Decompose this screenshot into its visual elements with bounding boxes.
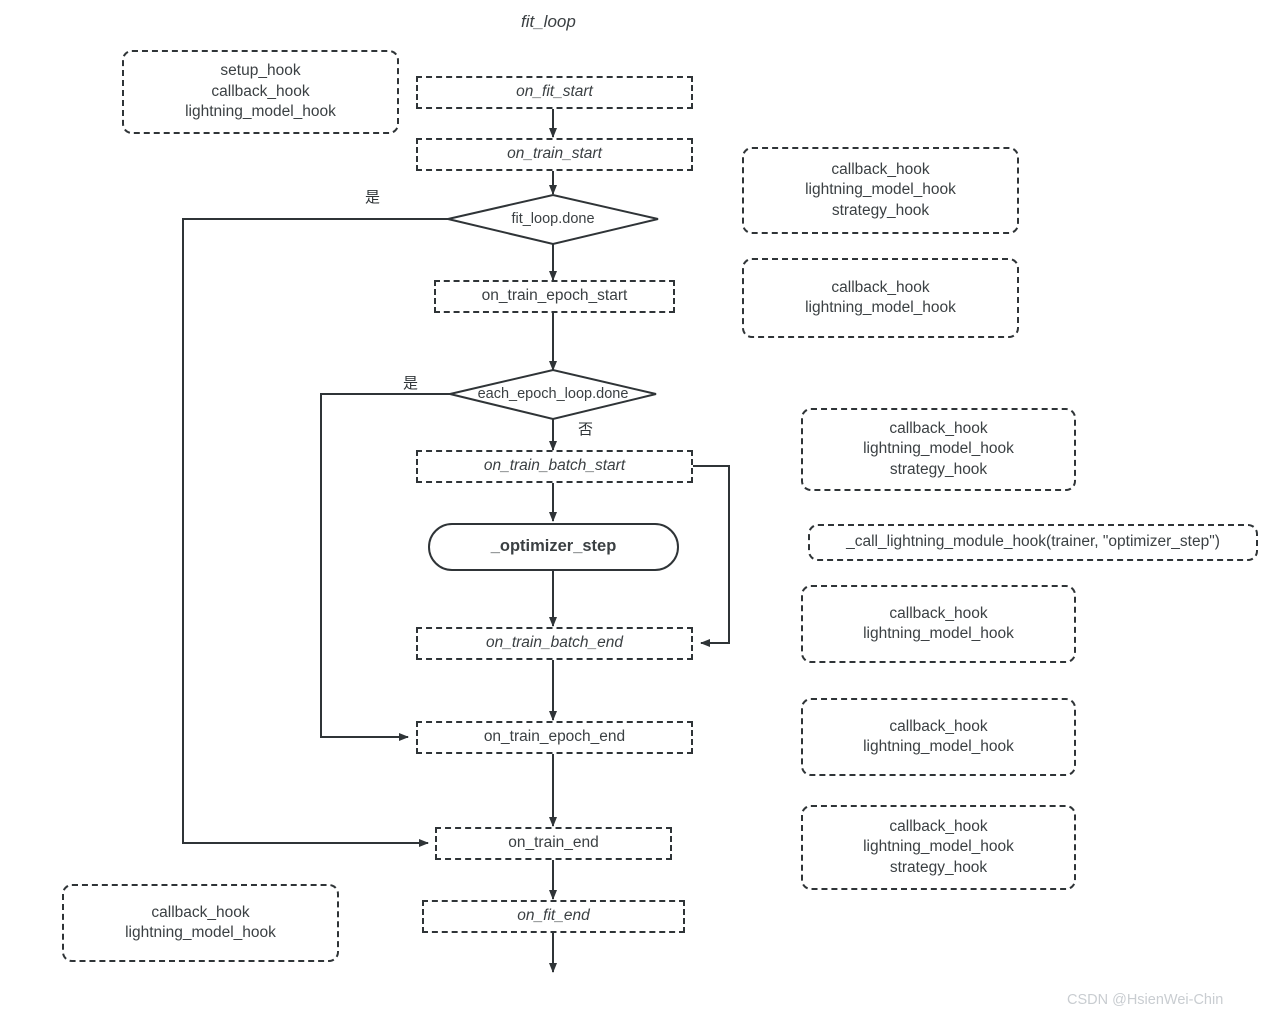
node-on-train-end[interactable]: on_train_end xyxy=(435,827,672,860)
node-optimizer-step[interactable]: _optimizer_step xyxy=(428,523,679,571)
annotation-fit-end-hooks: callback_hook lightning_model_hook xyxy=(62,884,339,962)
node-on-train-batch-end[interactable]: on_train_batch_end xyxy=(416,627,693,660)
annotation-train-start-hooks: callback_hook lightning_model_hook strat… xyxy=(742,147,1019,234)
node-on-train-end-label: on_train_end xyxy=(508,834,599,852)
annotation-epoch-start-line-1: lightning_model_hook xyxy=(805,299,956,316)
annotation-optimizer-step-call: _call_lightning_module_hook(trainer, "op… xyxy=(808,524,1258,561)
node-on-train-batch-start[interactable]: on_train_batch_start xyxy=(416,450,693,483)
annotation-batch-start-line-1: lightning_model_hook xyxy=(863,440,1014,458)
node-on-fit-start[interactable]: on_fit_start xyxy=(416,76,693,109)
annotation-train-end-line-2: strategy_hook xyxy=(889,858,988,876)
diamond-label-each-epoch-loop-done: each_epoch_loop.done xyxy=(477,386,629,402)
branch-label-each-epoch-yes: 是 xyxy=(403,374,419,392)
annotation-train-end-line-1: lightning_model_hook xyxy=(863,838,1014,856)
annotation-epoch-start-line-0: callback_hook xyxy=(831,278,930,296)
node-optimizer-step-label: _optimizer_step xyxy=(490,537,617,556)
edge-fitloopdone-yes-to-trainend xyxy=(182,218,448,847)
annotation-batch-end-line-0: callback_hook xyxy=(889,604,988,622)
annotation-optimizer-line-0: _call_lightning_module_hook(trainer, "op… xyxy=(846,533,1220,551)
node-on-fit-end[interactable]: on_fit_end xyxy=(422,900,685,933)
annotation-setup-line-1: callback_hook xyxy=(211,82,310,100)
annotation-train-end-line-0: callback_hook xyxy=(889,817,988,835)
annotation-batch-start-hooks: callback_hook lightning_model_hook strat… xyxy=(801,408,1076,491)
node-on-train-start[interactable]: on_train_start xyxy=(416,138,693,171)
node-on-train-batch-start-label: on_train_batch_start xyxy=(483,457,626,475)
edge-eachepochdone-yes-to-epochend xyxy=(320,393,450,741)
edge-batchstart-to-batchend-bypass xyxy=(693,465,730,647)
node-on-train-epoch-start-label: on_train_epoch_start xyxy=(481,287,628,305)
annotation-setup-line-2: lightning_model_hook xyxy=(185,103,336,121)
node-on-train-epoch-start[interactable]: on_train_epoch_start xyxy=(434,280,675,313)
annotation-epoch-end-line-1: lightning_model_hook xyxy=(863,738,1014,755)
node-on-fit-end-label: on_fit_end xyxy=(517,907,590,925)
annotation-train-start-line-0: callback_hook xyxy=(831,160,930,178)
annotation-train-start-line-1: lightning_model_hook xyxy=(805,181,956,199)
annotation-fit-end-line-0: callback_hook xyxy=(151,903,250,921)
node-on-train-start-label: on_train_start xyxy=(507,145,602,163)
annotation-epoch-end-line-0: callback_hook xyxy=(889,717,988,735)
annotation-train-start-line-2: strategy_hook xyxy=(831,201,930,219)
annotation-setup-hooks: setup_hook callback_hook lightning_model… xyxy=(122,50,399,134)
node-on-train-epoch-end[interactable]: on_train_epoch_end xyxy=(416,721,693,754)
branch-label-fit-loop-yes: 是 xyxy=(365,188,381,206)
annotation-batch-start-line-0: callback_hook xyxy=(889,419,988,437)
node-on-train-batch-end-label: on_train_batch_end xyxy=(485,634,624,652)
watermark: CSDN @HsienWei-Chin xyxy=(1067,992,1224,1008)
annotation-batch-end-line-1: lightning_model_hook xyxy=(863,625,1014,642)
node-on-fit-start-label: on_fit_start xyxy=(516,83,593,101)
annotation-batch-start-line-2: strategy_hook xyxy=(889,460,988,478)
annotation-setup-line-0: setup_hook xyxy=(220,62,301,80)
annotation-epoch-start-hooks: callback_hook lightning_model_hook xyxy=(742,258,1019,338)
annotation-train-end-hooks: callback_hook lightning_model_hook strat… xyxy=(801,805,1076,890)
annotation-fit-end-line-1: lightning_model_hook xyxy=(125,924,276,941)
diagram-title: fit_loop xyxy=(521,12,576,31)
annotation-batch-end-hooks: callback_hook lightning_model_hook xyxy=(801,585,1076,663)
branch-label-each-epoch-no: 否 xyxy=(578,420,594,438)
node-on-train-epoch-end-label: on_train_epoch_end xyxy=(483,728,626,746)
diamond-label-fit-loop-done: fit_loop.done xyxy=(511,211,595,227)
annotation-epoch-end-hooks: callback_hook lightning_model_hook xyxy=(801,698,1076,776)
